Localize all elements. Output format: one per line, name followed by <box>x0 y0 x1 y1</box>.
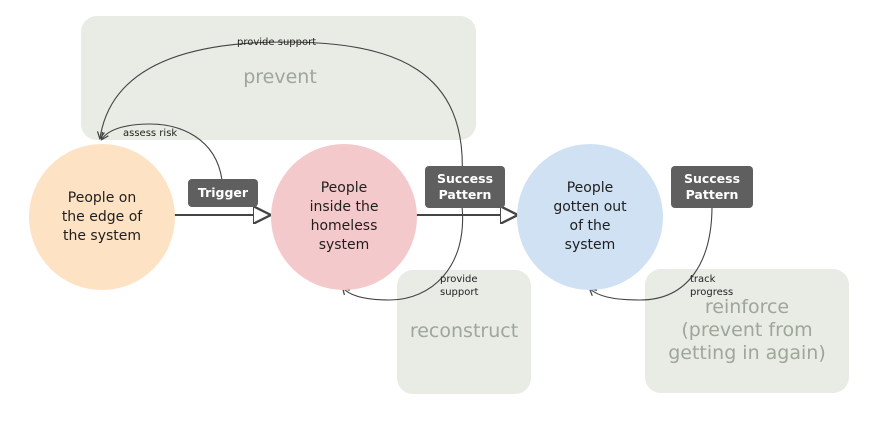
reconstruct-zone-label: reconstruct <box>409 320 519 342</box>
note-assess-risk: assess risk <box>123 128 178 139</box>
prevent-zone-label: prevent <box>243 66 317 88</box>
loop-provide-support-bottom <box>343 205 464 301</box>
node-gotten-out-of-system: People gotten out of the system <box>517 144 663 290</box>
note-track-progress: track progress <box>690 274 734 298</box>
success-pattern-tag-1: Success Pattern <box>425 166 505 208</box>
prevent-zone <box>81 16 476 140</box>
success-pattern-tag-2: Success Pattern <box>671 166 753 208</box>
loop-provide-support-top <box>100 41 463 179</box>
note-provide-support-top: provide support <box>237 37 317 48</box>
loop-assess-risk <box>102 123 223 181</box>
loop-track-progress <box>590 205 713 301</box>
reconstruct-zone <box>397 270 531 394</box>
reinforce-zone <box>645 269 849 393</box>
reinforce-zone-label: reinforce (prevent from getting in again… <box>668 296 826 364</box>
node-inside-homeless-system: People inside the homeless system <box>271 144 417 290</box>
trigger-tag: Trigger <box>188 179 258 207</box>
node-edge-of-system: People on the edge of the system <box>29 144 175 290</box>
note-provide-support-bottom: provide support <box>440 274 479 298</box>
